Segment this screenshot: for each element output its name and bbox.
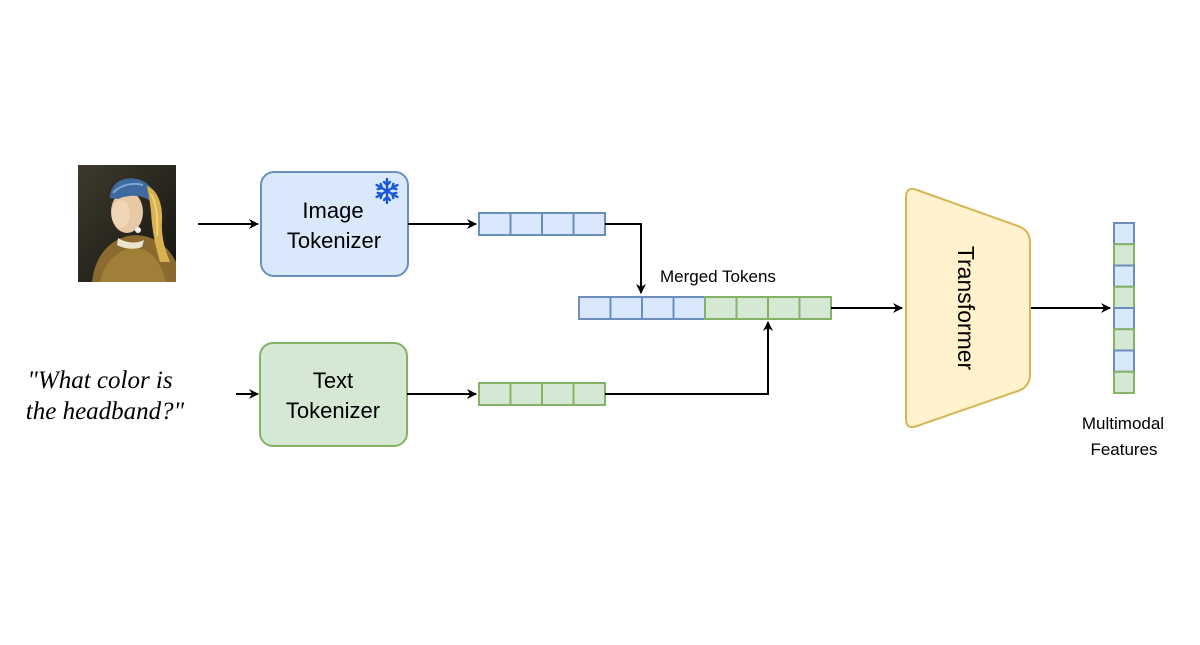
merged-text-token: [767, 296, 801, 320]
text-token: [478, 382, 512, 406]
text-prompt-line1: "What color is: [27, 367, 172, 394]
feature-cell: [1113, 307, 1135, 331]
feature-cell: [1113, 264, 1135, 288]
text-tokenizer-box: Text Tokenizer: [259, 342, 408, 447]
merged-tokens-label: Merged Tokens: [660, 267, 776, 286]
merged-image-token: [672, 296, 706, 320]
arrow-image-tokens-to-merged: [605, 223, 646, 294]
portrait-painting-thumbnail: [78, 165, 176, 282]
output-label-line1: Multimodal: [1082, 414, 1164, 433]
image-token: [572, 212, 606, 236]
output-label-line2: Features: [1090, 440, 1157, 459]
text-token: [572, 382, 606, 406]
multimodal-feature-column: [1113, 222, 1135, 394]
image-token: [541, 212, 575, 236]
merged-image-token: [641, 296, 675, 320]
merged-text-token: [798, 296, 832, 320]
text-token: [509, 382, 543, 406]
merged-text-token: [704, 296, 738, 320]
feature-cell: [1113, 328, 1135, 352]
feature-cell: [1113, 370, 1135, 394]
text-tokenizer-label-line1: Text: [313, 368, 353, 393]
text-prompt-line2: the headband?": [26, 398, 185, 425]
feature-cell: [1113, 285, 1135, 309]
arrow-text-tokens-to-merged: [605, 321, 773, 395]
text-token: [541, 382, 575, 406]
merged-text-token: [735, 296, 769, 320]
image-token-sequence: [478, 212, 606, 236]
feature-cell: [1113, 243, 1135, 267]
transformer-block: Transformer: [905, 187, 1031, 429]
merged-image-token: [609, 296, 643, 320]
text-token-sequence: [478, 382, 606, 406]
image-tokenizer-label-line2: Tokenizer: [287, 228, 381, 253]
merged-token-sequence: [578, 296, 832, 320]
merged-image-token: [578, 296, 612, 320]
image-tokenizer-label-line1: Image: [302, 198, 363, 223]
transformer-label: Transformer: [953, 246, 979, 371]
image-token: [509, 212, 543, 236]
image-token: [478, 212, 512, 236]
image-tokenizer-box: Image Tokenizer: [260, 171, 409, 277]
text-tokenizer-label-line2: Tokenizer: [286, 398, 380, 423]
snowflake-icon: [375, 177, 399, 205]
feature-cell: [1113, 222, 1135, 246]
feature-cell: [1113, 349, 1135, 373]
